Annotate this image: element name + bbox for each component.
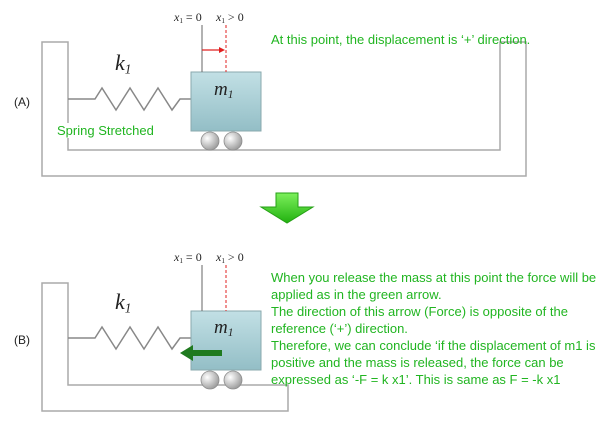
- explanation-text: When you release the mass at this point …: [271, 269, 606, 388]
- displacement-x-label-b: x1 > 0: [216, 250, 244, 265]
- spring-constant-label-a: k1: [115, 50, 132, 77]
- panel-b: [41, 265, 289, 412]
- wheel-right-a: [223, 131, 243, 151]
- wall-frame-b: [41, 282, 289, 412]
- transition-arrow-down: [259, 192, 315, 224]
- spring-a: [68, 86, 191, 112]
- explanation-line-2: The direction of this arrow (Force) is o…: [271, 304, 568, 336]
- mass-block-a: [190, 71, 262, 132]
- wheel-left-a: [200, 131, 220, 151]
- wheel-left-b: [200, 370, 220, 390]
- wall-frame-a: [41, 41, 527, 177]
- spring-stretched-label: Spring Stretched: [55, 123, 156, 138]
- reference-x-label-a: x1 = 0: [174, 10, 202, 25]
- mass-label-b: m1: [214, 317, 234, 339]
- panel-a: [41, 25, 527, 177]
- reference-x-label-b: x1 = 0: [174, 250, 202, 265]
- displacement-note: At this point, the displacement is ‘+’ d…: [271, 32, 531, 47]
- displacement-x-label-a: x1 > 0: [216, 10, 244, 25]
- mass-block-b: [190, 310, 262, 371]
- panel-a-label: (A): [14, 95, 30, 109]
- wheel-right-b: [223, 370, 243, 390]
- force-arrow-b: [180, 345, 222, 361]
- spring-b: [68, 325, 191, 351]
- explanation-line-1: When you release the mass at this point …: [271, 270, 597, 302]
- spring-constant-label-b: k1: [115, 289, 132, 316]
- mass-label-a: m1: [214, 79, 234, 101]
- explanation-line-3: Therefore, we can conclude ‘if the displ…: [271, 338, 596, 387]
- panel-b-label: (B): [14, 333, 30, 347]
- displacement-arrowhead-a: [219, 47, 225, 53]
